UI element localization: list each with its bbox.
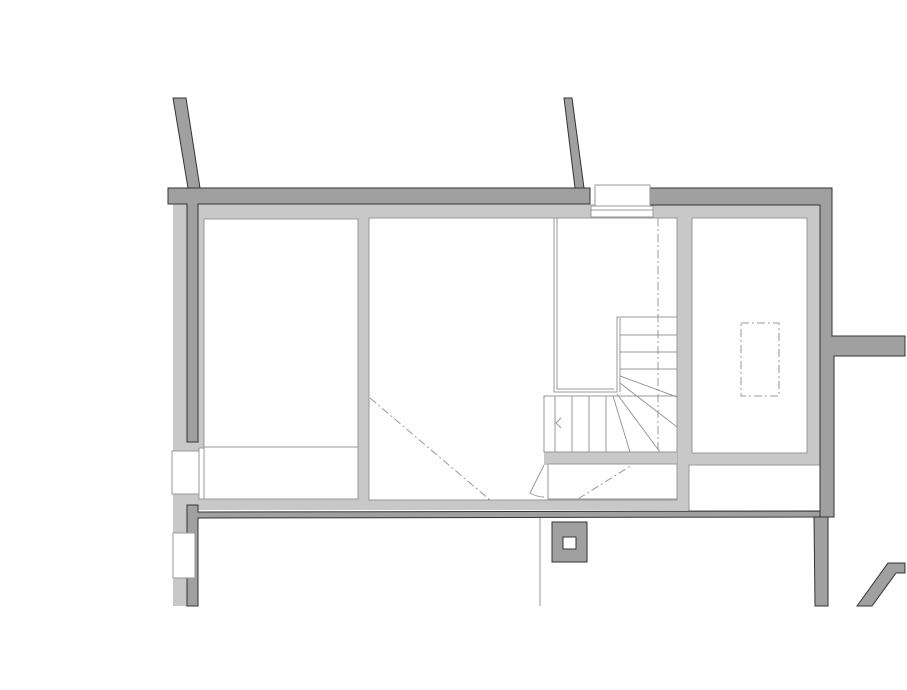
wall-bottom-right xyxy=(813,516,829,607)
wall-diagonal-middle xyxy=(563,97,585,189)
window-left xyxy=(171,447,205,500)
column-core xyxy=(562,536,577,550)
wall-top-right xyxy=(649,187,906,518)
stair-wall xyxy=(544,452,677,465)
wall-diagonal-left xyxy=(172,97,201,189)
window-top xyxy=(590,184,654,218)
storage-lower-right xyxy=(688,464,821,512)
room-left xyxy=(203,218,359,500)
wall-top-left xyxy=(167,187,591,443)
window-left-lower xyxy=(172,530,196,580)
door-swing-arc xyxy=(529,464,545,498)
skylight-outline xyxy=(740,322,780,397)
room-right xyxy=(691,217,808,454)
wall-diagonal-bottom-right xyxy=(856,562,906,607)
stair-direction-arrow-icon xyxy=(555,417,562,429)
staircase xyxy=(543,218,678,453)
door-swing-line xyxy=(577,464,633,500)
wall-bottom xyxy=(186,504,821,607)
door-swing-line xyxy=(369,397,491,501)
storage-lower-middle xyxy=(547,463,678,500)
